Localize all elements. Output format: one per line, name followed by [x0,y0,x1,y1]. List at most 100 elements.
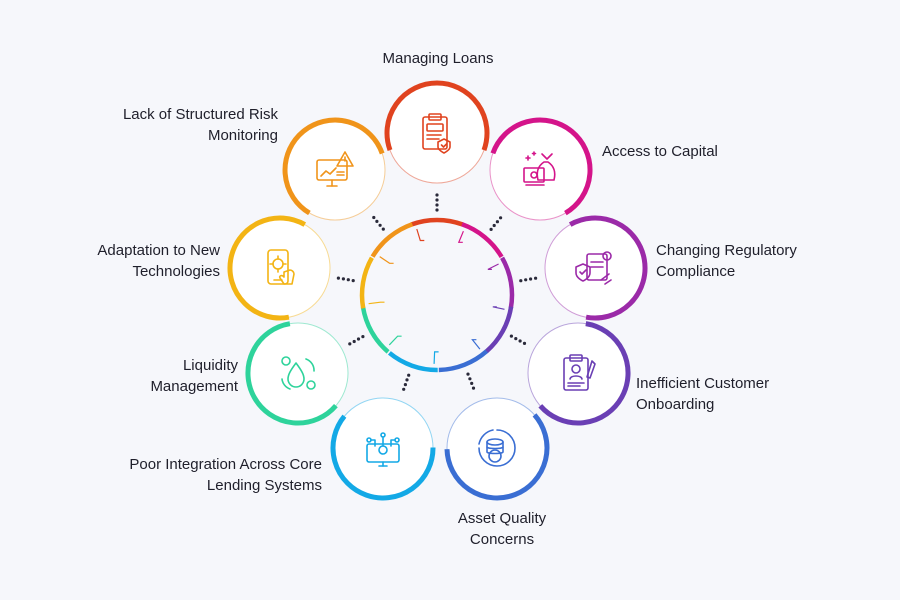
connector-dot [522,341,527,345]
phone-touch-gear-icon [267,249,295,285]
node-managing-loans [384,80,490,184]
connector-dot [435,203,439,207]
connector-dot [492,223,496,228]
ring-segment-liquidity-management [360,306,390,354]
node-arc [568,215,648,321]
connector-dot [466,372,470,376]
compliance-shield-gear-icon [575,251,612,285]
node-arc [384,80,490,151]
node-arc [330,414,436,501]
ring-notch-access-to-capital [457,230,464,243]
label-lack-of-risk-monitoring: Lack of Structured Risk Monitoring [122,106,278,144]
label-managing-loans: Managing Loans [382,50,494,67]
node-asset-quality-concerns [444,397,550,501]
connector-dot [471,386,476,390]
connector-dot [346,278,350,282]
label-liquidity-management: Liquidity Management [150,357,238,395]
connector-dot [435,198,439,202]
connector-dot [534,276,538,280]
connector-dot [495,220,499,224]
connector-poor-integration [402,373,411,391]
ring-segment-asset-quality-concerns [438,349,489,373]
connector-dot [336,276,340,280]
ring-segment-managing-loans [410,217,464,227]
connector-dot [435,193,439,197]
node-adaptation-new-tech [227,215,331,321]
connector-adaptation-new-tech [336,276,355,283]
connector-dot [403,383,407,387]
node-access-to-capital [489,117,593,221]
ring-notch-asset-quality-concerns [471,339,481,350]
ring-segment-lack-of-risk-monitoring [370,222,414,258]
clipboard-profile-icon [563,354,596,391]
node-arc [490,117,593,216]
connector-dot [518,339,522,343]
node-arc [245,321,338,426]
label-adaptation-new-tech: Adaptation to New Technologies [97,242,220,280]
monitor-warning-icon [316,151,354,187]
connector-dot [435,208,439,212]
connector-inefficient-customer-onboarding [509,334,527,345]
ring-segment-poor-integration [387,351,438,373]
ring-notch-inefficient-customer-onboarding [492,306,505,310]
monitor-network-icon [366,432,400,467]
connector-dot [381,227,385,231]
node-arc [538,321,631,426]
nodes [227,80,648,501]
money-bag-icon [523,151,556,186]
node-arc [282,117,385,216]
connector-dot [529,277,533,281]
connector-dot [351,279,355,283]
ring-notch-liquidity-management [388,335,402,346]
ring-segment-access-to-capital [461,222,504,259]
ring-segment-changing-regulatory-compliance [500,256,515,309]
connector-dot [519,279,523,283]
ring-notch-managing-loans [416,228,425,242]
node-poor-integration [330,397,436,501]
loan-document-icon [422,113,451,154]
center-ring [359,217,515,373]
node-inefficient-customer-onboarding [527,321,631,426]
connector-dot [499,216,503,220]
label-changing-regulatory-compliance: Changing Regulatory Compliance [656,242,797,280]
ring-notch-adaptation-new-tech [368,301,385,305]
ring-notch-changing-regulatory-compliance [487,263,499,270]
connectors [336,193,538,391]
coin-pie-chart-icon [478,429,516,467]
ring-notch-poor-integration [433,351,439,364]
connector-dot [468,377,472,381]
node-arc [227,215,307,321]
label-asset-quality-concerns: Asset Quality Concerns [457,510,547,548]
connector-dot [514,337,518,341]
connector-dot [489,227,493,231]
connector-dot [378,223,382,227]
connector-dot [509,334,513,338]
label-access-to-capital: Access to Capital [602,143,718,160]
ring-notch-lack-of-risk-monitoring [379,256,394,264]
label-poor-integration: Poor Integration Across Core Lending Sys… [129,456,322,494]
connector-lack-of-risk-monitoring [372,215,385,231]
connector-dot [407,373,411,377]
connector-dot [348,342,352,346]
node-changing-regulatory-compliance [544,215,648,321]
connector-dot [356,337,361,341]
connector-dot [405,378,409,382]
connector-liquidity-management [348,335,365,346]
node-lack-of-risk-monitoring [282,117,386,221]
dollar-drop-gears-icon [281,356,316,390]
connector-dot [375,219,379,223]
connector-managing-loans [435,193,439,212]
connector-dot [470,381,474,385]
ring-segment-adaptation-new-tech [359,256,374,309]
connector-asset-quality-concerns [466,372,476,390]
connector-dot [352,339,356,344]
connector-dot [361,335,365,339]
ring-segment-inefficient-customer-onboarding [484,306,514,354]
connector-changing-regulatory-compliance [519,276,538,283]
connector-dot [402,387,406,391]
node-arc [444,413,550,501]
connector-dot [341,277,345,281]
node-liquidity-management [245,321,349,426]
connector-dot [372,215,376,220]
